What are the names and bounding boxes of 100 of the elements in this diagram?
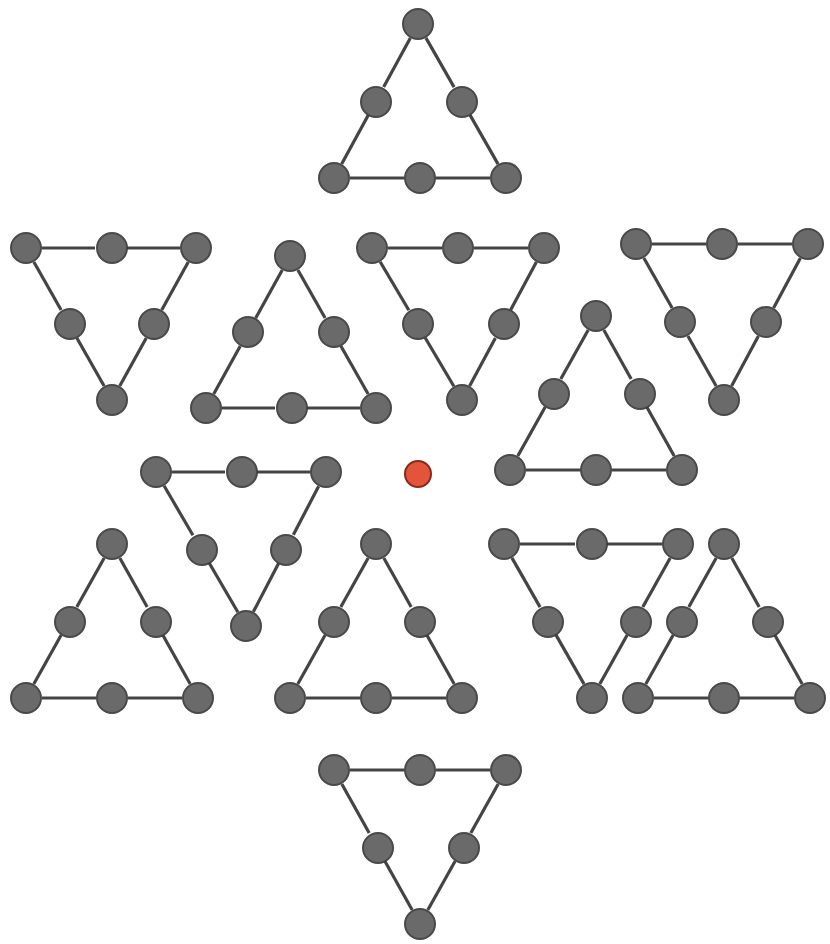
connector-line <box>340 114 370 165</box>
dot <box>792 228 824 260</box>
dot <box>404 754 436 786</box>
dot <box>139 605 171 637</box>
dot <box>138 308 170 340</box>
dot <box>446 85 478 117</box>
connector-line <box>291 485 321 536</box>
dot <box>360 682 392 714</box>
dot <box>275 392 307 424</box>
dot <box>662 528 694 560</box>
connector-line <box>340 783 371 834</box>
connector-line <box>392 696 446 700</box>
connector-line <box>118 557 149 608</box>
dot <box>620 228 652 260</box>
connector-line <box>474 246 528 250</box>
connector-line <box>730 335 760 387</box>
dot <box>403 605 435 637</box>
connector-line <box>686 335 718 387</box>
dot <box>619 605 651 637</box>
connector-line <box>172 470 225 474</box>
connector-line <box>436 768 490 772</box>
dot <box>794 682 826 714</box>
connector-line <box>75 337 106 387</box>
dot <box>706 228 738 260</box>
dot <box>708 528 740 560</box>
dot <box>401 308 433 340</box>
connector-line <box>161 634 192 685</box>
connector-line <box>730 557 761 608</box>
dot <box>446 384 478 416</box>
connector-line <box>382 557 413 608</box>
connector-line <box>251 562 281 613</box>
connector-line <box>118 337 148 387</box>
connector-line <box>654 696 708 700</box>
connector-line <box>559 329 590 380</box>
connector-line <box>602 329 633 380</box>
connector-line <box>425 634 456 685</box>
dot <box>10 682 42 714</box>
connector-line <box>350 176 404 180</box>
connector-line <box>207 562 240 613</box>
connector-line <box>554 634 586 685</box>
connector-line <box>162 485 195 536</box>
dot <box>580 300 612 332</box>
connector-line <box>254 269 284 319</box>
dot <box>10 232 42 264</box>
connector-line <box>641 557 672 608</box>
connector-line <box>160 261 190 311</box>
connector-line <box>127 246 180 250</box>
connector-line <box>339 557 370 608</box>
connector-line <box>296 269 327 319</box>
connector-line <box>307 406 360 410</box>
connector-line <box>645 406 676 457</box>
dot <box>494 454 526 486</box>
dot <box>356 232 388 264</box>
connector-line <box>382 37 412 88</box>
dot <box>225 456 257 488</box>
dot <box>580 454 612 486</box>
dot <box>140 456 172 488</box>
dot <box>274 682 306 714</box>
connector-line <box>222 406 275 410</box>
connector-line <box>516 406 547 457</box>
connector-line <box>388 246 442 250</box>
dot <box>360 392 392 424</box>
connector-line <box>772 257 802 309</box>
dot <box>274 240 306 272</box>
dot <box>487 308 519 340</box>
connector-line <box>212 345 242 395</box>
connector-line <box>32 634 63 685</box>
connector-line <box>509 261 538 311</box>
connector-line <box>687 557 718 608</box>
dot <box>360 528 392 560</box>
connector-line <box>644 634 675 685</box>
connector-line <box>296 634 327 685</box>
dot <box>232 316 264 348</box>
connector-line <box>32 261 63 311</box>
dot <box>361 831 393 863</box>
connector-line <box>350 768 404 772</box>
dot <box>182 682 214 714</box>
dot <box>490 162 522 194</box>
connector-line <box>773 634 804 685</box>
dot <box>575 528 607 560</box>
dot <box>185 533 217 565</box>
connector-line <box>378 260 411 312</box>
dot <box>270 533 302 565</box>
connector-line <box>740 696 794 700</box>
dot <box>490 754 522 786</box>
dot <box>190 392 222 424</box>
dot <box>442 232 474 264</box>
dot <box>664 306 696 338</box>
dot <box>576 682 608 714</box>
dot <box>665 605 697 637</box>
dot <box>96 384 128 416</box>
dot <box>318 754 350 786</box>
dot <box>708 384 740 416</box>
connector-line <box>423 336 456 388</box>
connector-line <box>42 696 96 700</box>
connector-line <box>383 860 414 911</box>
connector-line <box>652 242 706 246</box>
connector-line <box>424 37 456 88</box>
connector-line <box>468 337 497 387</box>
dot <box>95 232 127 264</box>
